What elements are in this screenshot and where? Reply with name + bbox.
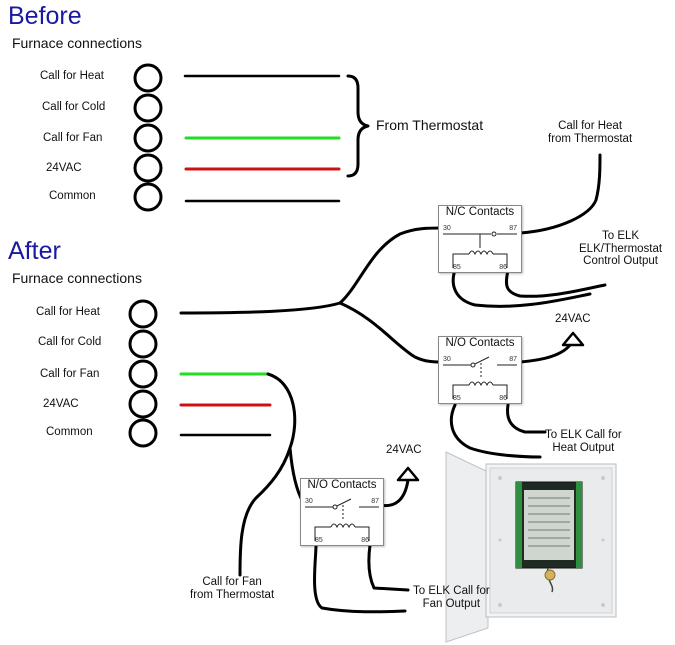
terminal-circle-icon (133, 93, 163, 123)
relay-title: N/C Contacts (445, 206, 515, 218)
after-terminal-label-fan: Call for Fan (40, 368, 100, 380)
elk-heat-output-label: To ELK Call for Heat Output (545, 429, 622, 454)
no-heat-relay-85-wire (449, 403, 542, 459)
before-terminal-label-heat: Call for Heat (40, 70, 104, 82)
terminal-circle-icon (133, 153, 163, 183)
fan-from-thermostat-label: Call for Fan from Thermostat (190, 576, 275, 601)
relay-pin-30: 30 (443, 356, 451, 363)
terminal-circle-icon (128, 299, 158, 329)
coil-icon (330, 523, 356, 529)
before-subheading: Furnace connections (12, 35, 142, 51)
relay-pin-30: 30 (443, 225, 451, 232)
nc-heat-relay: N/C Contacts 30 87 85 86 (438, 205, 522, 273)
nc-relay-86-wire (505, 268, 607, 298)
before-terminal-icons (133, 63, 163, 212)
vac-arrow-icon (396, 466, 420, 482)
relay-pin-86: 86 (499, 395, 507, 402)
after-terminal-label-24vac: 24VAC (43, 398, 79, 410)
relay-pin-30: 30 (305, 498, 313, 505)
before-terminal-label-common: Common (49, 190, 96, 202)
relay-pin-87: 87 (509, 356, 517, 363)
after-terminal-icons (128, 299, 158, 448)
heat-wire-to-no-relay (338, 301, 444, 364)
before-terminal-label-24vac: 24VAC (46, 162, 82, 174)
terminal-circle-icon (128, 418, 158, 448)
terminal-circle-icon (128, 359, 158, 389)
after-heat-wire (179, 301, 342, 315)
thermostat-brace (346, 74, 370, 178)
relay-pin-85: 85 (315, 537, 323, 544)
nc-relay-85-wire (451, 268, 592, 308)
no-heat-relay: N/O Contacts 30 87 85 86 (438, 336, 522, 404)
terminal-circle-icon (128, 329, 158, 359)
no-heat-relay-86-wire (506, 403, 547, 434)
relay-schematic (443, 356, 517, 399)
relay-pin-85: 85 (453, 395, 461, 402)
heat-from-thermostat-label: Call for Heat from Thermostat (548, 120, 633, 145)
fan-relay-86-wire (367, 543, 410, 592)
fan-relay-87-wire (378, 478, 410, 508)
relay-pin-87: 87 (371, 498, 379, 505)
before-heading: Before (8, 2, 82, 30)
fan-relay-85-wire (313, 543, 407, 614)
before-terminal-label-fan: Call for Fan (43, 132, 103, 144)
switch-icon (443, 356, 517, 366)
relay-title: N/O Contacts (445, 337, 515, 349)
terminal-circle-icon (133, 182, 163, 212)
from-thermostat-label: From Thermostat (376, 117, 484, 133)
panel-door (445, 451, 489, 643)
vac-fan-label: 24VAC (386, 444, 422, 456)
no-heat-relay-87-wire (518, 343, 572, 364)
switch-icon (305, 498, 379, 508)
before-terminal-label-cold: Call for Cold (42, 101, 106, 113)
no-fan-relay: N/O Contacts 30 87 85 86 (300, 478, 384, 546)
vac-heat-label: 24VAC (555, 313, 591, 325)
after-terminal-label-common: Common (46, 426, 93, 438)
coil-icon (468, 381, 494, 387)
terminal-circle-icon (133, 63, 163, 93)
elk-fan-output-label: To ELK Call for Fan Output (413, 585, 490, 610)
relay-pin-86: 86 (499, 264, 507, 271)
coil-icon (468, 250, 494, 256)
relay-title: N/O Contacts (307, 479, 377, 491)
relay-schematic (443, 231, 517, 268)
vac-arrow-icon (561, 331, 585, 347)
elk-panel-icon (445, 451, 617, 643)
terminal-circle-icon (133, 123, 163, 153)
relay-pin-87: 87 (509, 225, 517, 232)
relay-schematic (305, 498, 379, 541)
heat-wire-to-nc-relay (338, 226, 444, 305)
after-terminal-label-cold: Call for Cold (38, 336, 102, 348)
relay-pin-85: 85 (453, 264, 461, 271)
after-subheading: Furnace connections (12, 270, 142, 286)
terminal-circle-icon (128, 389, 158, 419)
elk-thermostat-control-label: To ELK ELK/Thermostat Control Output (579, 230, 663, 268)
after-terminal-label-heat: Call for Heat (36, 306, 100, 318)
fan-thermostat-wire (238, 372, 297, 577)
relay-pin-86: 86 (361, 537, 369, 544)
nc-relay-87-wire (518, 153, 602, 235)
after-heading: After (8, 237, 61, 265)
